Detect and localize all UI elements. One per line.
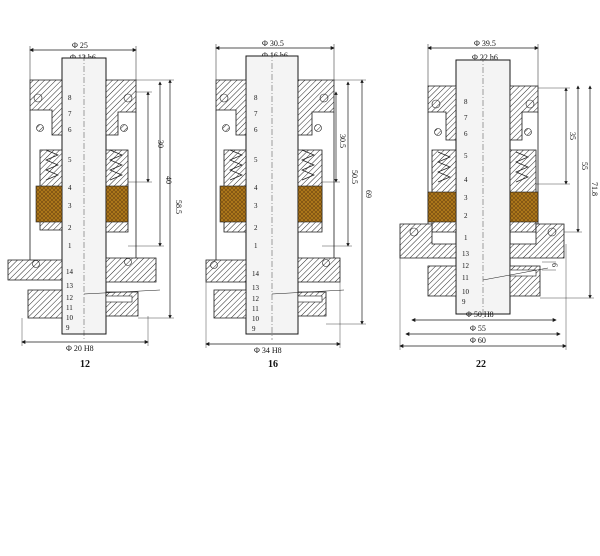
part-numbers-12: 8 7 6 5 4 3 2 1 14 13 12 11 10 9 bbox=[66, 94, 74, 332]
part-number: 12 bbox=[66, 294, 74, 302]
part-number: 7 bbox=[254, 110, 258, 118]
part-number: 2 bbox=[464, 212, 468, 220]
dim-label: Φ 60 bbox=[470, 336, 486, 345]
dim-label: 58.5 bbox=[174, 200, 183, 214]
dim-top-outer-22: Φ 39.5 bbox=[427, 39, 539, 86]
packing-ring bbox=[105, 185, 129, 223]
packing-ring bbox=[509, 191, 539, 223]
part-number: 11 bbox=[462, 274, 469, 282]
part-number: 4 bbox=[464, 176, 468, 184]
figure-caption: 16 bbox=[268, 359, 278, 370]
part-number: 8 bbox=[464, 98, 468, 106]
dim-top-outer-16: Φ 30.5 bbox=[215, 39, 335, 80]
packing-ring bbox=[35, 185, 63, 223]
part-numbers-22: 8 7 6 5 4 3 2 1 13 12 11 10 9 bbox=[462, 98, 470, 306]
seal-assembly-22: Φ 39.5 Φ 22 h6 bbox=[399, 39, 599, 370]
part-number: 13 bbox=[66, 282, 74, 290]
part-number: 7 bbox=[464, 114, 468, 122]
dim-label: 35 bbox=[568, 132, 577, 140]
part-number: 9 bbox=[66, 324, 70, 332]
part-number: 4 bbox=[68, 184, 72, 192]
dim-label: 6 bbox=[550, 263, 559, 267]
dim-label: Φ 30.5 bbox=[262, 39, 284, 48]
figure-caption: 12 bbox=[80, 359, 90, 370]
dim-label: 69 bbox=[364, 190, 373, 198]
dim-bottom-12: Φ 20 H8 bbox=[21, 316, 149, 353]
dim-bottom-b-22: Φ 55 bbox=[405, 324, 561, 336]
part-number: 3 bbox=[254, 202, 258, 210]
part-number: 12 bbox=[252, 295, 260, 303]
part-number: 10 bbox=[252, 315, 260, 323]
part-number: 5 bbox=[254, 156, 258, 164]
part-number: 14 bbox=[252, 270, 260, 278]
dim-right-b-16: 50.5 bbox=[322, 81, 359, 247]
part-number: 1 bbox=[68, 242, 72, 250]
dim-label: 40 bbox=[164, 176, 173, 184]
dim-label: 55 bbox=[580, 162, 589, 170]
part-number: 7 bbox=[68, 110, 72, 118]
part-number: 14 bbox=[66, 268, 74, 276]
seal-assembly-16: Φ 30.5 Φ 16 h6 30.5 bbox=[205, 39, 373, 370]
dim-label: Φ 50 H8 bbox=[466, 310, 494, 319]
dim-label: 30 bbox=[156, 140, 165, 148]
dim-label: Φ 34 H8 bbox=[254, 346, 282, 355]
dim-label: Φ 22 h6 bbox=[472, 53, 498, 62]
part-numbers-16: 8 7 6 5 4 3 2 1 14 13 12 11 10 9 bbox=[252, 94, 260, 333]
part-number: 6 bbox=[464, 130, 468, 138]
part-number: 6 bbox=[68, 126, 72, 134]
dim-label: 30.5 bbox=[338, 134, 347, 148]
part-number: 9 bbox=[252, 325, 256, 333]
part-number: 9 bbox=[462, 298, 466, 306]
part-number: 5 bbox=[68, 156, 72, 164]
part-number: 1 bbox=[254, 242, 258, 250]
part-number: 11 bbox=[252, 305, 259, 313]
part-number: 12 bbox=[462, 262, 470, 270]
part-number: 8 bbox=[68, 94, 72, 102]
dim-bottom-c-22: Φ 60 bbox=[399, 244, 567, 350]
dim-bottom-16: Φ 34 H8 bbox=[205, 282, 341, 355]
dim-right-b-22: 55 bbox=[564, 85, 589, 233]
part-number: 11 bbox=[66, 304, 73, 312]
part-number: 10 bbox=[462, 288, 470, 296]
part-number: 2 bbox=[254, 224, 258, 232]
dim-right-c-22: 71.8 bbox=[540, 85, 599, 299]
part-number: 10 bbox=[66, 314, 74, 322]
dim-label: Φ 20 H8 bbox=[66, 344, 94, 353]
figure-caption: 22 bbox=[476, 359, 486, 370]
dim-bottom-a-22: Φ 50 H8 bbox=[411, 310, 557, 322]
part-number: 1 bbox=[464, 234, 468, 242]
part-number: 3 bbox=[464, 194, 468, 202]
dim-right-a-16: 30.5 bbox=[322, 91, 347, 183]
dim-label: Φ 25 bbox=[72, 41, 88, 50]
packing-ring bbox=[297, 185, 323, 223]
part-number: 8 bbox=[254, 94, 258, 102]
dim-right-c-12: 58.5 bbox=[136, 79, 183, 319]
dim-label: 50.5 bbox=[350, 170, 359, 184]
part-number: 5 bbox=[464, 152, 468, 160]
dim-right-small-22: 6 bbox=[542, 261, 559, 271]
dim-label: Φ 55 bbox=[470, 324, 486, 333]
dim-right-a-22: 35 bbox=[536, 87, 577, 185]
packing-ring bbox=[219, 185, 247, 223]
part-number: 13 bbox=[252, 284, 260, 292]
dim-right-c-16: 69 bbox=[326, 79, 373, 325]
seal-assembly-12: Φ 25 Φ 12 h6 bbox=[7, 41, 183, 370]
packing-ring bbox=[427, 191, 457, 223]
part-number: 13 bbox=[462, 250, 470, 258]
dim-top-outer-12: Φ 25 bbox=[29, 41, 137, 80]
part-number: 6 bbox=[254, 126, 258, 134]
part-number: 2 bbox=[68, 224, 72, 232]
part-number: 3 bbox=[68, 202, 72, 210]
dim-label: Φ 39.5 bbox=[474, 39, 496, 48]
part-number: 4 bbox=[254, 184, 258, 192]
dim-label: 71.8 bbox=[590, 182, 599, 196]
